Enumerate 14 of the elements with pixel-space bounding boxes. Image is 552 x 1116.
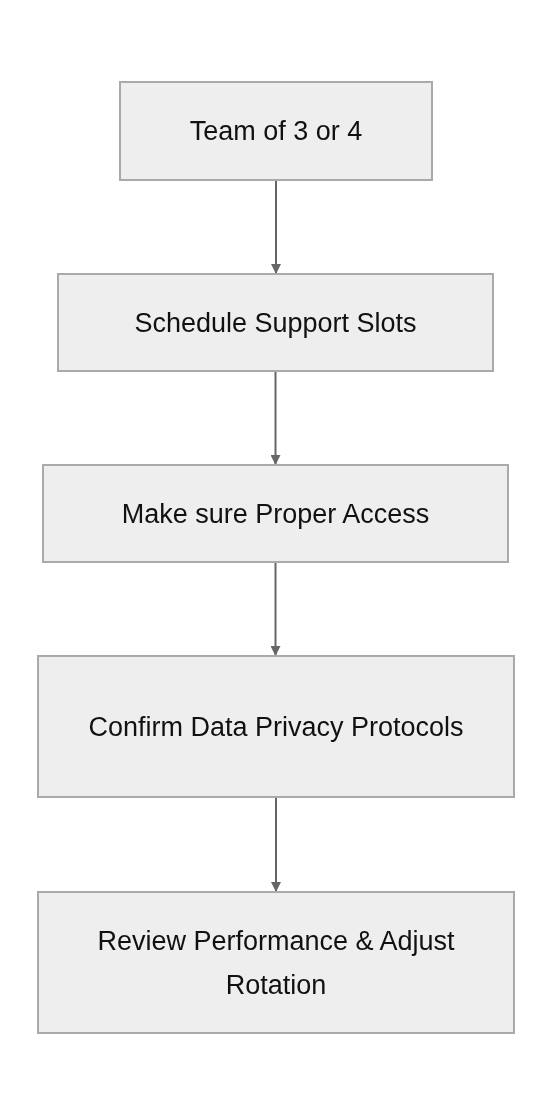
box-label: Team of 3 or 4 — [188, 115, 364, 148]
arrow — [270, 371, 281, 465]
process-box — [42, 464, 509, 563]
arrow — [271, 180, 281, 274]
arrow — [270, 562, 281, 656]
box-label: Confirm Data Privacy Protocols — [87, 710, 465, 744]
process-box — [37, 891, 515, 1034]
process-box — [37, 655, 515, 798]
box-label: Schedule Support Slots — [133, 306, 418, 340]
arrow — [271, 797, 281, 892]
box-label: Review Performance & Adjust Rotation — [96, 924, 456, 1002]
process-box — [57, 273, 494, 372]
box-label: Make sure Proper Access — [120, 497, 431, 531]
process-box — [119, 81, 433, 181]
